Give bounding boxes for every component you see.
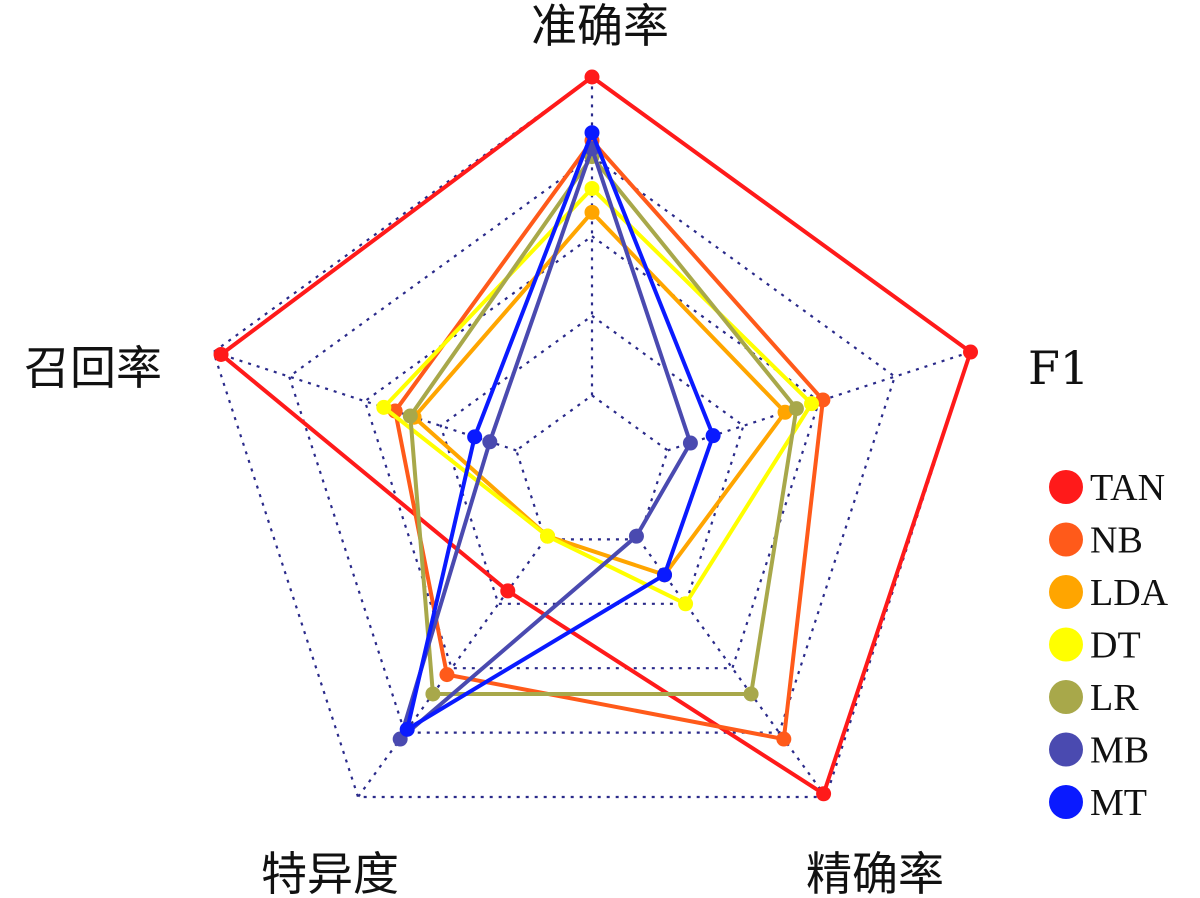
axis-label-specificity: 特异度 <box>261 847 399 898</box>
point-mb-2 <box>628 528 644 544</box>
axis-label-accuracy: 准确率 <box>531 0 669 53</box>
legend-label-mb: MB <box>1090 730 1149 772</box>
legend-marker-mb <box>1049 732 1083 767</box>
radar-series <box>213 69 979 802</box>
legend-marker-lr <box>1049 680 1083 714</box>
series-line-lda <box>412 210 788 577</box>
legend-marker-mt <box>1049 785 1083 819</box>
point-nb-2 <box>776 731 792 747</box>
point-dt-0 <box>584 180 600 196</box>
point-mt-3 <box>399 721 415 737</box>
point-lr-3 <box>425 686 441 702</box>
series-tan <box>213 69 979 802</box>
point-lda-0 <box>584 204 600 220</box>
series-line-mb <box>398 146 693 742</box>
legend-label-tan: TAN <box>1090 467 1165 509</box>
point-lr-2 <box>743 686 759 702</box>
legend-label-mt: MT <box>1090 782 1147 824</box>
point-dt-4 <box>376 399 392 415</box>
axis-label-recall: 召回率 <box>24 341 162 395</box>
series-mt <box>399 125 721 737</box>
point-nb-3 <box>439 667 455 683</box>
point-lda-1 <box>777 404 793 420</box>
point-tan-2 <box>816 786 832 802</box>
point-tan-3 <box>500 583 516 599</box>
point-tan-1 <box>963 344 979 360</box>
point-mt-4 <box>467 429 483 445</box>
point-mt-0 <box>584 125 600 141</box>
series-dt <box>376 180 820 612</box>
legend-marker-nb <box>1049 522 1083 557</box>
grid-ring <box>439 314 745 605</box>
legend-marker-dt <box>1049 627 1083 662</box>
legend: TAN NB LDA DT LR MB MT <box>1049 467 1169 824</box>
legend-label-nb: NB <box>1090 520 1143 562</box>
series-line-dt <box>381 186 814 606</box>
legend-label-lr: LR <box>1090 677 1139 719</box>
series-line-nb <box>393 138 825 742</box>
series-line-lr <box>408 154 799 696</box>
axis-labels: 准确率 F1 精确率 特异度 召回率 <box>24 0 1089 898</box>
point-mt-1 <box>705 428 721 444</box>
grid-ring <box>287 155 897 734</box>
legend-marker-lda <box>1049 575 1083 609</box>
grid-ring <box>515 394 669 541</box>
point-dt-2 <box>678 596 694 612</box>
point-lr-1 <box>788 401 804 417</box>
point-mt-2 <box>657 567 673 583</box>
point-lr-4 <box>402 408 418 424</box>
axis-label-precision: 精确率 <box>806 847 944 898</box>
legend-label-dt: DT <box>1090 625 1141 667</box>
point-tan-4 <box>213 346 229 362</box>
legend-label-lda: LDA <box>1090 572 1169 614</box>
legend-marker-tan <box>1049 470 1083 504</box>
point-dt-3 <box>540 528 556 544</box>
point-mb-4 <box>482 434 498 450</box>
point-mb-1 <box>682 435 698 451</box>
point-tan-0 <box>584 69 600 85</box>
point-nb-1 <box>815 392 831 408</box>
point-dt-1 <box>804 396 820 412</box>
axis-label-f1: F1 <box>1028 341 1089 395</box>
series-line-mt <box>405 130 716 732</box>
series-lr <box>402 149 804 702</box>
